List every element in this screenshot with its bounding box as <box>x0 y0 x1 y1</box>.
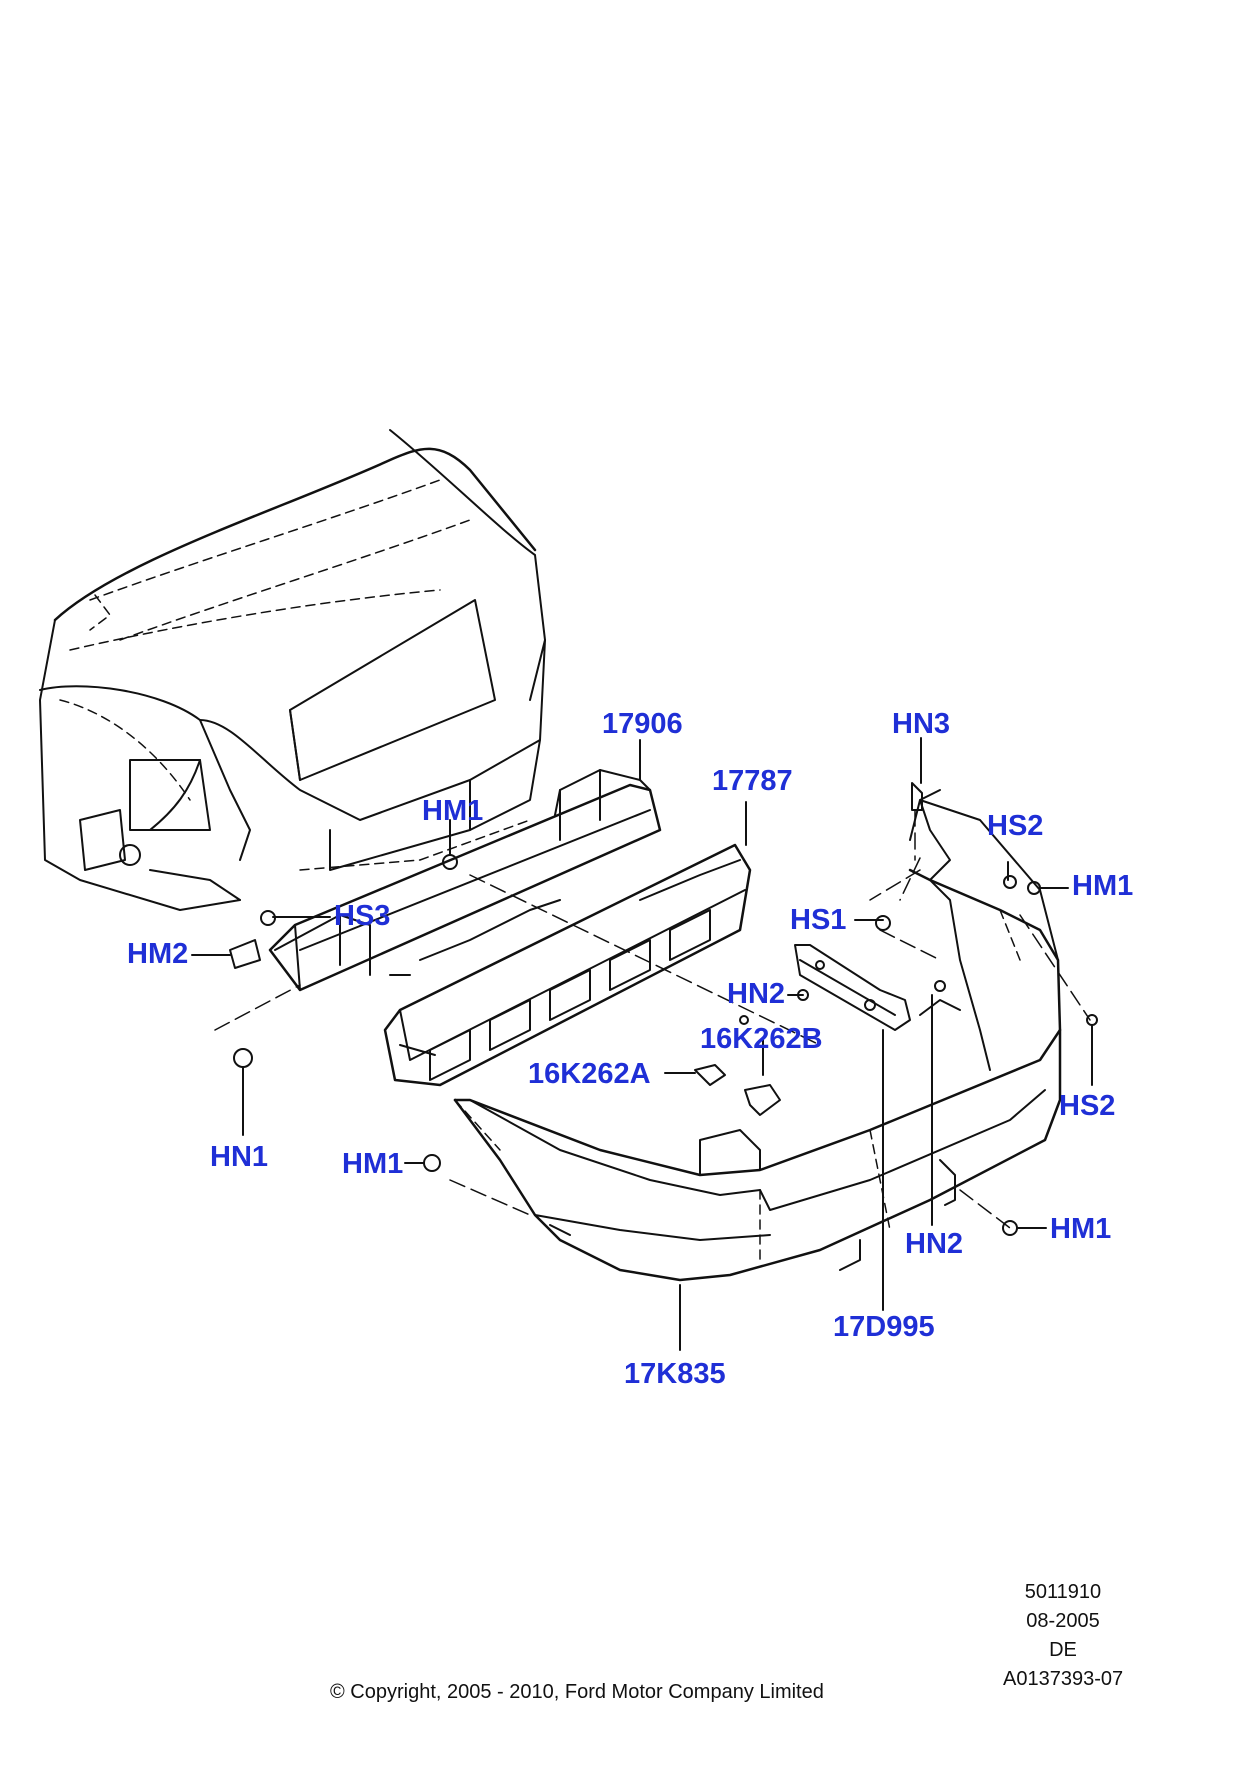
reference-number: A0137393-07 <box>1003 1668 1124 1690</box>
callout-hs2-top: HS2 <box>987 810 1044 842</box>
bracket-17d995 <box>794 944 911 1031</box>
clips-16k262 <box>694 1064 781 1116</box>
callout-17k835: 17K835 <box>624 1358 726 1390</box>
assembly-lines <box>214 809 1091 1229</box>
car-rear-body <box>39 429 546 911</box>
callout-17787: 17787 <box>712 765 793 797</box>
callout-hn1: HN1 <box>210 1141 269 1173</box>
callout-hs1: HS1 <box>790 904 847 936</box>
car-hidden-lines <box>59 479 531 871</box>
callout-17d995: 17D995 <box>833 1311 935 1343</box>
callout-hm2: HM2 <box>127 938 189 970</box>
leader-lines <box>191 737 1093 1351</box>
callout-hs3: HS3 <box>334 900 391 932</box>
bumper-reinforcement-17906 <box>268 769 662 992</box>
copyright-notice: © Copyright, 2005 - 2010, Ford Motor Com… <box>330 1681 824 1703</box>
language-code: DE <box>1049 1639 1077 1661</box>
illustration-date: 08-2005 <box>1026 1610 1100 1632</box>
illustration-number: 5011910 <box>1024 1581 1102 1603</box>
callout-hn2-left: HN2 <box>727 978 786 1010</box>
document-info: 5011910 08-2005 DE A0137393-07 <box>1003 1582 1123 1698</box>
callout-16k262b: 16K262B <box>700 1023 823 1055</box>
callout-16k262a: 16K262A <box>528 1058 651 1090</box>
callout-hm1-left: HM1 <box>342 1148 404 1180</box>
callout-hs2-right: HS2 <box>1059 1090 1116 1122</box>
callout-hn2-bottom: HN2 <box>905 1228 964 1260</box>
callout-hn3: HN3 <box>892 708 951 740</box>
callout-hm1-right-top: HM1 <box>1072 870 1134 902</box>
callout-17906: 17906 <box>602 708 683 740</box>
bumper-hidden-lines <box>454 909 1021 1261</box>
callout-hm1-center: HM1 <box>422 795 484 827</box>
callout-hm1-right-bottom: HM1 <box>1050 1213 1112 1245</box>
energy-absorber-17787 <box>383 843 752 1087</box>
